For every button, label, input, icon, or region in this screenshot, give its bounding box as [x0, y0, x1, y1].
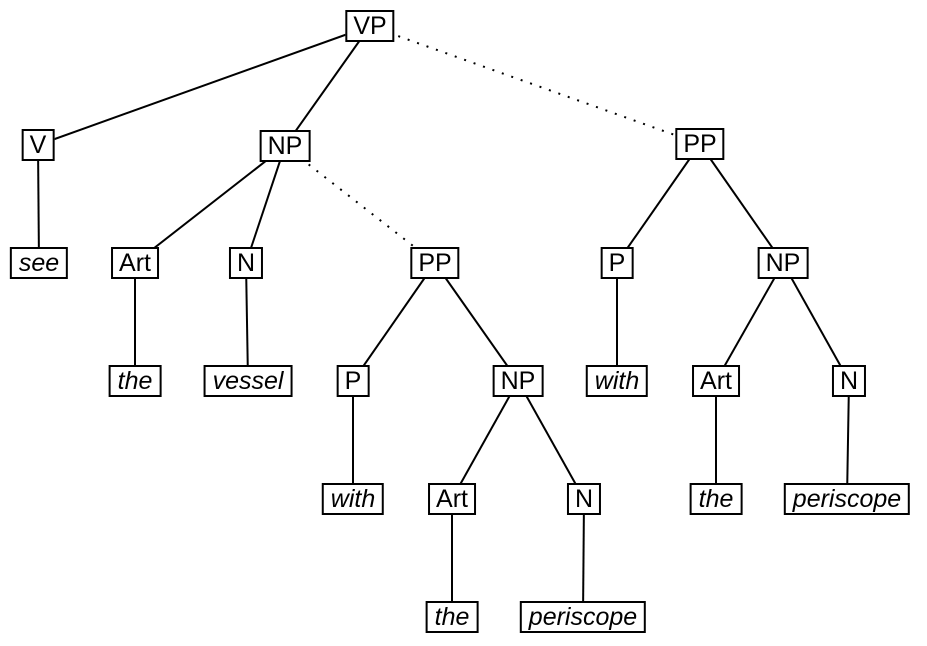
edge-pp1-p1-solid — [352, 262, 436, 382]
node-art-mid: Art — [428, 483, 476, 515]
leaf-periscope-right: periscope — [783, 483, 911, 515]
node-art-vessel: Art — [111, 247, 159, 279]
node-vp-root: VP — [345, 10, 395, 42]
leaf-the-right: the — [689, 483, 743, 515]
edge-pp1-np2-solid — [434, 262, 519, 382]
node-n-vessel: N — [228, 247, 264, 279]
edge-vp-v-solid — [37, 25, 371, 146]
leaf-with-mid: with — [321, 483, 385, 515]
edge-np3-art3-solid — [715, 262, 784, 382]
leaf-periscope-mid: periscope — [519, 601, 647, 633]
node-np-right: NP — [757, 247, 809, 279]
edge-vp-pp2-dotted — [369, 25, 701, 145]
node-p-right: P — [600, 247, 634, 279]
leaf-the-mid: the — [425, 601, 479, 633]
edge-np2-art2-solid — [451, 380, 519, 500]
leaf-see: see — [9, 247, 69, 279]
node-pp-vp-attached: PP — [675, 128, 725, 160]
node-v: V — [21, 129, 55, 161]
leaf-vessel: vessel — [203, 365, 293, 397]
edge-n2-periscope1-solid — [582, 498, 585, 618]
edge-v-see-solid — [37, 144, 40, 264]
edge-np1-art1-solid — [134, 145, 286, 264]
edge-np3-n3-solid — [782, 262, 850, 382]
edge-n3-periscope2-solid — [846, 380, 850, 500]
leaf-the-vessel: the — [108, 365, 162, 397]
edge-np1-n1-solid — [245, 145, 286, 264]
node-p-mid: P — [336, 365, 370, 397]
node-np-mid: NP — [492, 365, 544, 397]
node-pp-np-attached: PP — [410, 247, 460, 279]
edge-pp2-np3-solid — [699, 143, 784, 264]
leaf-with-right: with — [585, 365, 649, 397]
edge-np2-n2-solid — [517, 380, 585, 500]
node-n-right: N — [831, 365, 867, 397]
edge-n1-vessel-solid — [245, 262, 249, 382]
node-np-object: NP — [259, 130, 311, 162]
edge-np1-pp1-dotted — [284, 145, 436, 264]
node-art-right: Art — [692, 365, 740, 397]
node-n-mid: N — [566, 483, 602, 515]
edge-vp-np1-solid — [284, 25, 371, 147]
edge-pp2-p2-solid — [616, 143, 701, 264]
